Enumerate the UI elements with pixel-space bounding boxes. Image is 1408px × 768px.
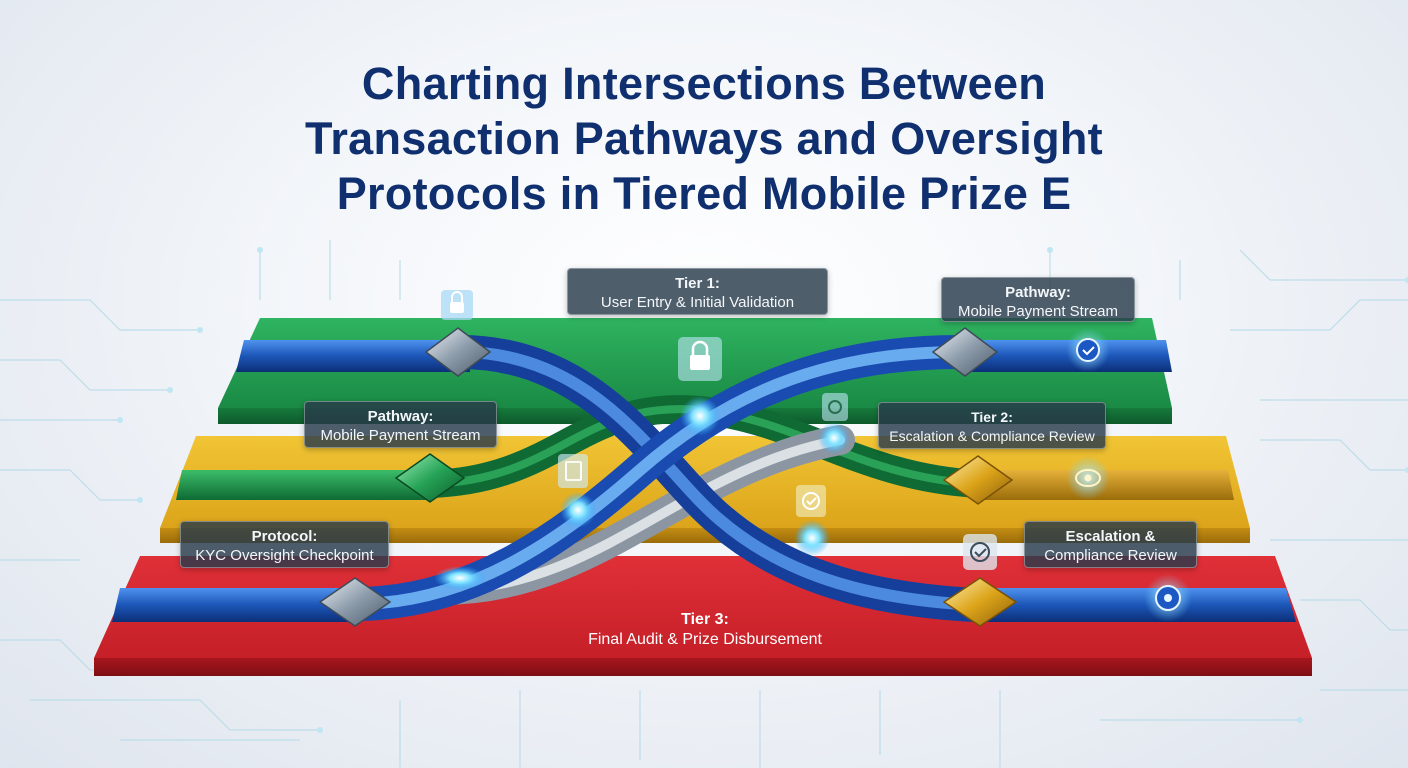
protocol-heading: Protocol: <box>251 528 318 545</box>
eye-icon <box>1144 574 1192 622</box>
title-line-3: Protocols in Tiered Mobile Prize E <box>336 168 1072 219</box>
pathway-left-text: Mobile Payment Stream <box>320 427 481 444</box>
tier2-heading: Tier 2: <box>971 409 1013 425</box>
tier2-text: Escalation & Compliance Review <box>889 428 1095 444</box>
tier3-rail-right <box>980 588 1296 622</box>
tier3-heading: Tier 3: <box>681 611 729 628</box>
glow-nodes <box>434 396 850 590</box>
tier3-rail-left <box>112 588 360 622</box>
diamond-checkpoint-icon <box>942 455 1014 505</box>
diamond-checkpoint-icon <box>942 577 1018 627</box>
circuit-nodes <box>117 247 1408 733</box>
checkmark-icon <box>796 485 826 517</box>
tier1-heading: Tier 1: <box>675 275 720 292</box>
diamond-checkpoint-icon <box>394 453 466 503</box>
document-icon <box>558 454 588 488</box>
tier3-platform <box>94 556 1312 676</box>
tier1-label: Tier 1: User Entry & Initial Validation <box>567 268 828 315</box>
diamond-checkpoint-icon <box>931 327 999 377</box>
diamond-checkpoint-icon <box>318 577 392 627</box>
tier2-rail-left <box>176 470 430 500</box>
eye-icon <box>1066 456 1110 500</box>
pathway-top-label: Pathway: Mobile Payment Stream <box>941 277 1135 322</box>
protocol-label: Protocol: KYC Oversight Checkpoint <box>180 521 389 568</box>
checkmark-icon <box>1066 328 1110 372</box>
diamond-checkpoint-icon <box>424 327 492 377</box>
title-line-2: Transaction Pathways and Oversight <box>305 113 1103 164</box>
page-title: Charting Intersections Between Transacti… <box>154 56 1254 221</box>
lock-icon <box>678 337 722 381</box>
tier3-text: Final Audit & Prize Disbursement <box>588 631 822 648</box>
lock-icon <box>441 290 473 320</box>
tier1-rail-right <box>960 340 1172 372</box>
pathway-left-heading: Pathway: <box>367 408 434 425</box>
tier1-text: User Entry & Initial Validation <box>600 294 795 311</box>
title-line-1: Charting Intersections Between <box>361 58 1047 109</box>
escalation-heading: Escalation & <box>1065 528 1156 545</box>
tier3-label: Tier 3: Final Audit & Prize Disbursement <box>540 610 870 650</box>
circuit-lines <box>0 240 1408 768</box>
checkmark-icon <box>963 534 997 570</box>
pathway-top-text: Mobile Payment Stream <box>957 303 1119 320</box>
pathway-top-heading: Pathway: <box>1005 284 1071 301</box>
tier1-rail-left <box>236 340 470 372</box>
tier2-label: Tier 2: Escalation & Compliance Review <box>878 402 1106 449</box>
escalation-label: Escalation & Compliance Review <box>1024 521 1197 568</box>
protocol-text: KYC Oversight Checkpoint <box>195 547 374 564</box>
eye-icon <box>822 393 848 421</box>
pathway-left-label: Pathway: Mobile Payment Stream <box>304 401 497 448</box>
escalation-text: Compliance Review <box>1044 547 1177 564</box>
